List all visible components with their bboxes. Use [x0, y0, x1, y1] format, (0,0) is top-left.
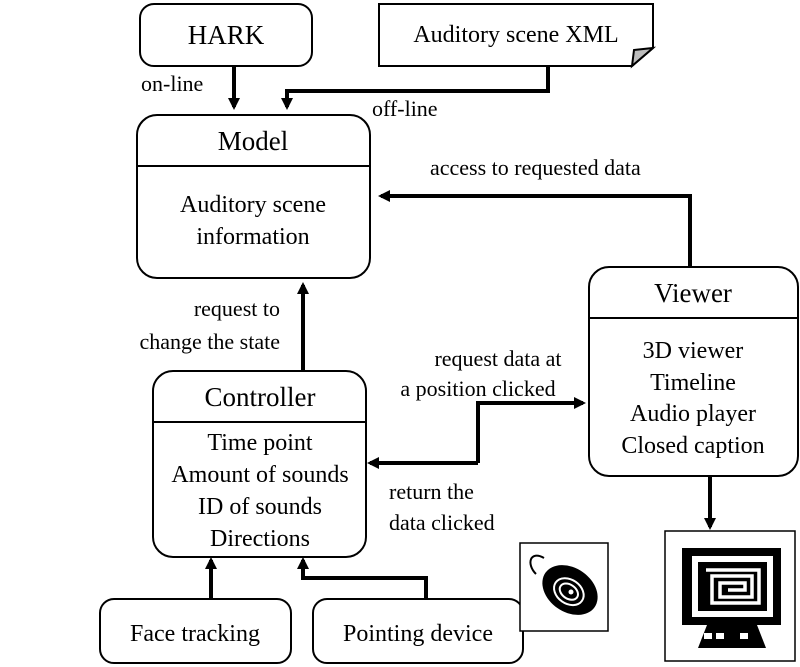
return-data-line-2: data clicked	[389, 510, 495, 535]
request-data-line-1: request data at	[434, 346, 561, 371]
viewer-line-3: Audio player	[630, 401, 756, 427]
hark-label: HARK	[188, 20, 265, 50]
controller-line-4: Directions	[210, 526, 310, 552]
edge-controller-to-viewer	[476, 397, 586, 463]
controller-title: Controller	[205, 382, 316, 412]
controller-line-3: ID of sounds	[198, 494, 322, 520]
model-node: Model Auditory scene information	[136, 114, 371, 279]
model-title: Model	[218, 126, 289, 156]
hark-node: HARK	[139, 3, 313, 67]
online-label: on-line	[141, 71, 203, 96]
return-data-line-1: return the	[389, 479, 474, 504]
edge-viewer-to-model	[378, 190, 692, 267]
pointing-device-label: Pointing device	[343, 621, 493, 647]
access-label: access to requested data	[430, 155, 641, 180]
request-data-line-2: a position clicked	[400, 376, 555, 401]
viewer-line-4: Closed caption	[621, 433, 764, 459]
offline-label: off-line	[372, 96, 438, 121]
monitor-icon	[664, 530, 796, 662]
pointing-device-node: Pointing device	[312, 598, 524, 664]
request-change-line-2: change the state	[140, 329, 281, 354]
edge-pointing-to-controller	[297, 557, 428, 599]
face-tracking-node: Face tracking	[99, 598, 292, 664]
xml-label: Auditory scene XML	[413, 22, 618, 48]
xml-document-node: Auditory scene XML	[378, 3, 657, 69]
viewer-line-2: Timeline	[650, 370, 736, 396]
viewer-node: Viewer 3D viewer Timeline Audio player C…	[588, 266, 799, 477]
controller-node: Controller Time point Amount of sounds I…	[152, 370, 367, 558]
request-change-line-1: request to	[194, 296, 280, 321]
viewer-title: Viewer	[654, 278, 732, 308]
controller-line-2: Amount of sounds	[171, 462, 348, 488]
viewer-line-1: 3D viewer	[643, 338, 744, 364]
face-tracking-label: Face tracking	[130, 621, 260, 647]
controller-line-1: Time point	[207, 430, 312, 456]
model-line-1: Auditory scene	[180, 192, 326, 218]
model-line-2: information	[196, 224, 309, 250]
mouse-icon	[519, 542, 609, 632]
edge-xml-to-model	[281, 66, 550, 110]
